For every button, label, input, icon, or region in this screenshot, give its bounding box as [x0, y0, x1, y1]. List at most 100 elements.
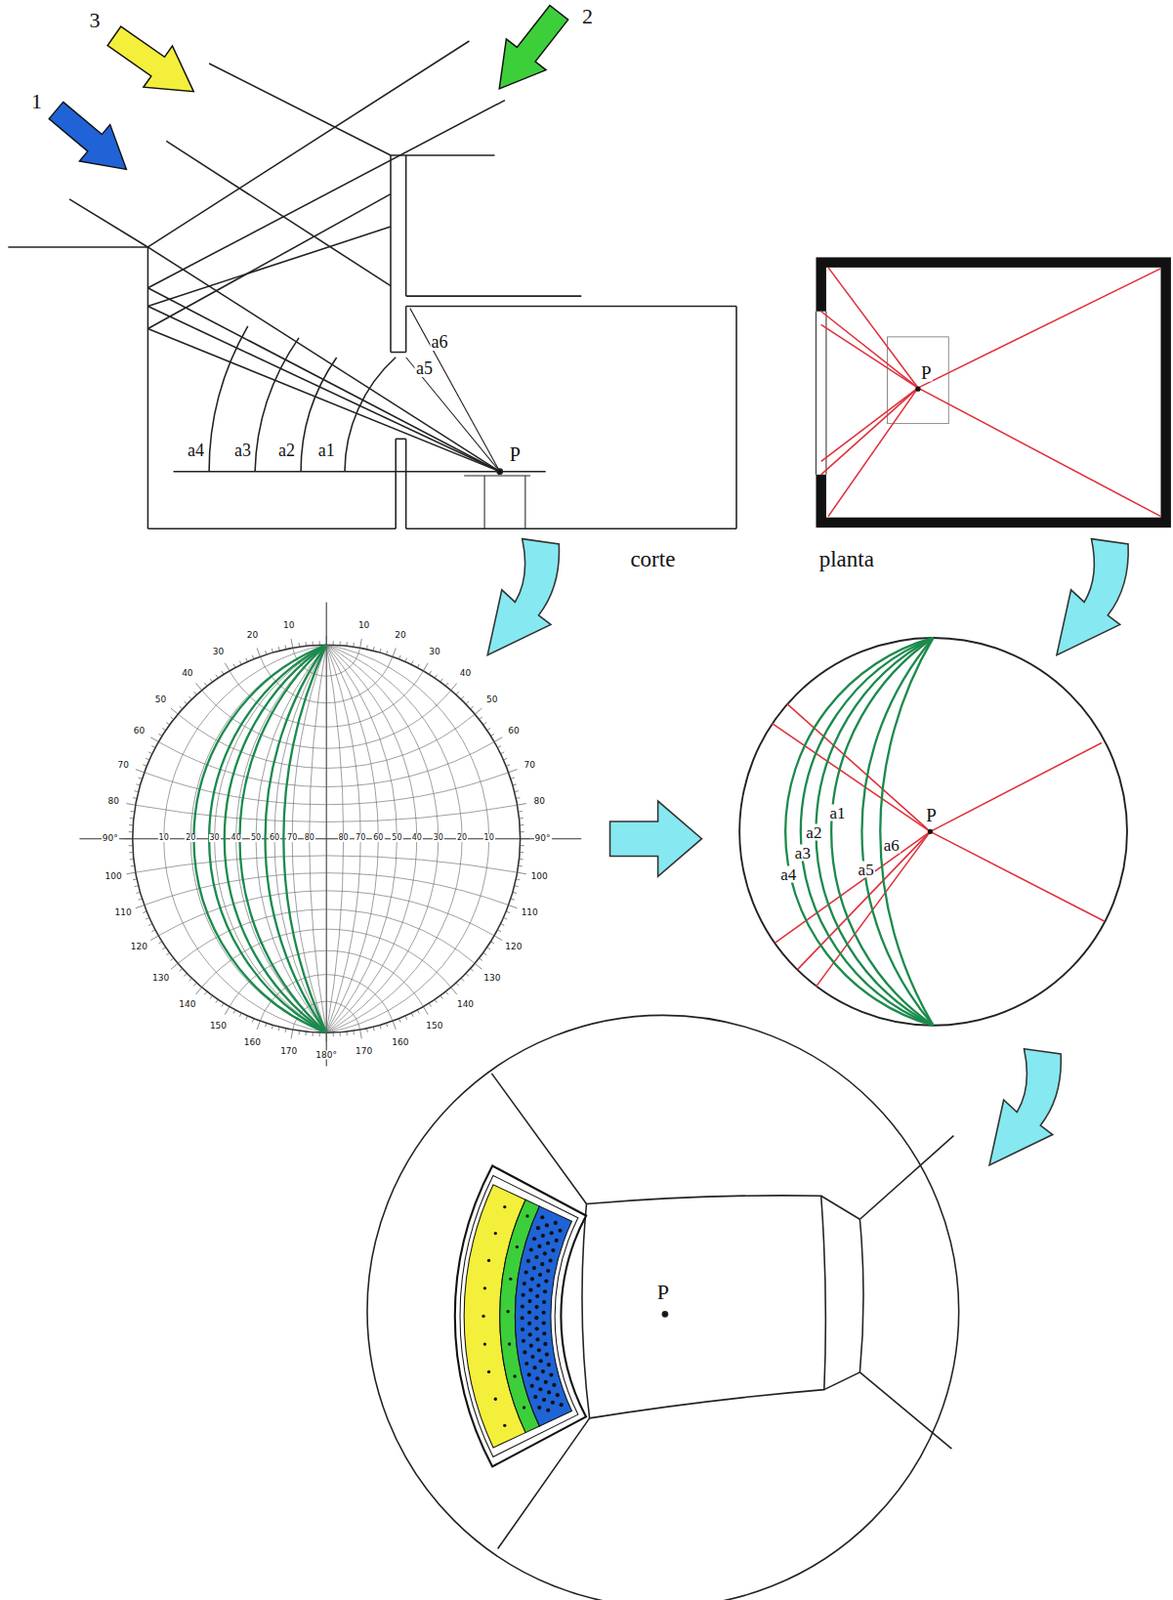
- tick: [239, 661, 242, 666]
- tick: [339, 1032, 341, 1037]
- grid-meridian: [326, 644, 439, 1033]
- tick: [285, 645, 288, 650]
- tick: [352, 642, 355, 647]
- tick: [345, 641, 347, 646]
- dot: [538, 1386, 543, 1391]
- tick: [312, 641, 314, 646]
- tick: [326, 635, 328, 645]
- dot: [533, 1365, 538, 1370]
- tick: [130, 810, 135, 813]
- dot: [534, 1315, 539, 1320]
- grid-meridian: [190, 644, 327, 1033]
- dot: [550, 1248, 555, 1253]
- tick: [246, 1015, 249, 1020]
- tick: [360, 638, 363, 648]
- dot: [502, 1205, 506, 1209]
- dot: [534, 1255, 539, 1259]
- dot: [545, 1408, 550, 1413]
- tick: [518, 810, 523, 813]
- grid-parallel: [135, 855, 518, 873]
- tick: [251, 655, 254, 660]
- great-circle: [209, 644, 327, 1033]
- grid-meridian: [326, 644, 378, 1033]
- scale-number: 130: [482, 972, 502, 982]
- tick: [483, 952, 487, 955]
- tick: [134, 885, 139, 887]
- tick: [422, 1006, 428, 1015]
- grid-meridian: [214, 644, 328, 1033]
- tick: [515, 878, 520, 880]
- tick: [291, 638, 294, 648]
- tick: [183, 973, 187, 977]
- tick: [135, 891, 140, 893]
- tick: [508, 769, 518, 773]
- angle-label: a4: [779, 866, 797, 883]
- view-title: corte: [628, 547, 676, 571]
- plan-drawing: [812, 256, 1172, 528]
- dot: [529, 1247, 534, 1252]
- dot: [542, 1397, 546, 1402]
- great-circle: [283, 644, 327, 1033]
- scale-number: 80: [532, 796, 545, 806]
- tick: [434, 674, 437, 678]
- angle-label: a3: [233, 441, 252, 460]
- dot: [555, 1392, 560, 1397]
- axis-number: 70: [354, 834, 367, 842]
- dot: [541, 1369, 545, 1374]
- dot: [520, 1303, 525, 1308]
- tick: [188, 977, 192, 981]
- tick: [162, 727, 166, 730]
- scale-number: 120: [129, 942, 149, 952]
- dot: [557, 1228, 562, 1233]
- tick: [246, 658, 249, 663]
- point-label: P: [656, 1281, 671, 1303]
- tick: [512, 891, 517, 893]
- axis-number: 40: [230, 834, 243, 842]
- dot: [536, 1225, 541, 1230]
- dot: [542, 1331, 546, 1336]
- tick: [204, 682, 208, 686]
- tick: [360, 1029, 363, 1039]
- tick: [508, 905, 518, 909]
- angle-label: a4: [186, 441, 206, 460]
- tick: [128, 831, 133, 833]
- axis-number: 30: [432, 834, 445, 842]
- dot: [522, 1405, 526, 1409]
- tick: [148, 752, 153, 755]
- point-label: P: [924, 805, 938, 825]
- tick: [183, 701, 187, 705]
- dot: [544, 1380, 548, 1384]
- dot: [535, 1294, 540, 1299]
- tick: [233, 1009, 236, 1014]
- tick: [479, 716, 483, 720]
- dot: [494, 1397, 498, 1401]
- dot: [543, 1251, 547, 1256]
- scale-number: 150: [209, 1021, 228, 1031]
- tick: [379, 1024, 381, 1029]
- tick: [519, 858, 524, 860]
- scale-number: 140: [456, 1000, 475, 1009]
- tick: [138, 898, 143, 900]
- dot: [494, 1231, 498, 1235]
- tick: [179, 967, 183, 971]
- dot: [524, 1361, 529, 1366]
- tick: [271, 1024, 273, 1029]
- dot: [541, 1233, 545, 1238]
- tick: [297, 1030, 300, 1035]
- axis-number: 80: [336, 834, 349, 842]
- scale-number: 100: [530, 871, 549, 880]
- great-circle: [193, 644, 327, 1033]
- dot: [545, 1268, 550, 1273]
- axis-number: 50: [250, 834, 262, 842]
- dot: [543, 1341, 547, 1346]
- arrow-3: [99, 15, 209, 113]
- angle-label: a5: [415, 359, 434, 378]
- scale-number: 30: [427, 646, 441, 656]
- tick: [265, 1022, 267, 1027]
- grid-parallel: [202, 928, 452, 987]
- scale-number: 90°: [534, 834, 552, 843]
- grid-parallel: [259, 656, 393, 704]
- dot: [520, 1327, 525, 1332]
- grid-meridian: [274, 644, 327, 1033]
- tick: [170, 958, 174, 962]
